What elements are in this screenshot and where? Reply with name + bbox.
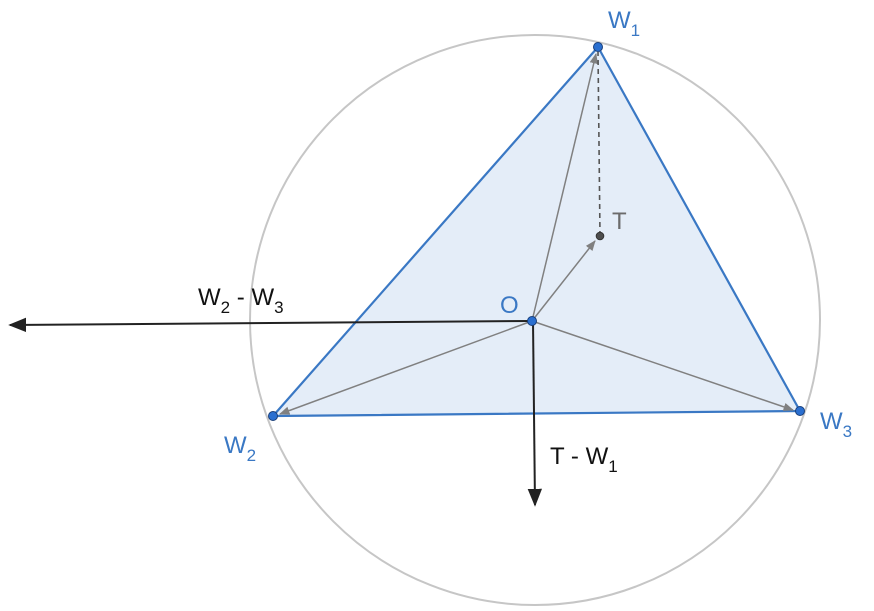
- vector-o-to-w2: [279, 320, 533, 415]
- dashed-segment-t-w1: [597, 51, 601, 237]
- triangle-w1-w2-w3: [271, 45, 802, 418]
- vector-w2-minus-w3: [8, 317, 533, 333]
- point-w2: [268, 411, 278, 421]
- label-w2: W2: [224, 432, 256, 465]
- label-w3: W3: [820, 408, 852, 441]
- label-t: T: [612, 208, 627, 235]
- label-t-minus-w1: T - W1: [550, 443, 618, 476]
- vector-o-to-w3: [531, 320, 794, 411]
- vector-o-to-t: [531, 240, 596, 322]
- label-w2-minus-w3: W2 - W3: [198, 284, 284, 317]
- circumcircle: [249, 34, 821, 606]
- point-w3: [795, 406, 805, 416]
- point-o: [527, 316, 537, 326]
- vector-t-minus-w1: [527, 320, 543, 507]
- point-t: [595, 231, 605, 241]
- label-o: O: [500, 292, 519, 319]
- point-w1: [593, 42, 603, 52]
- vector-o-to-w1: [531, 52, 598, 322]
- label-w1: W1: [608, 7, 640, 40]
